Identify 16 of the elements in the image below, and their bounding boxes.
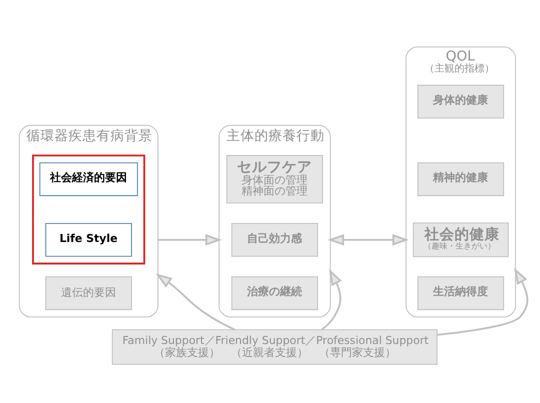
node-box: 精神的健康: [417, 162, 504, 196]
arrow: [436, 267, 528, 336]
cluster: [32, 154, 146, 264]
node-box: 自己効力感: [231, 222, 318, 256]
node-box: 治療の継続: [231, 276, 318, 310]
node-box: セルフケア 身体面の管理 精神面の管理: [226, 154, 324, 203]
arrow: [321, 268, 342, 330]
arrow: [328, 234, 409, 246]
node-box: 生活納得度: [417, 276, 504, 310]
arrow: [158, 234, 222, 246]
node-box: 身体的健康: [417, 84, 504, 118]
node-box: 社会経済的要因: [39, 162, 138, 196]
node-box: 社会的健康 （趣味・生きがい）: [412, 222, 509, 257]
node-box: 遺伝的要因: [45, 276, 132, 310]
node-box: Life Style: [45, 222, 132, 256]
node-box: Family Support／Friendly Support／Professional Support （家族支援） （近親者支援） （専門家支援）: [112, 328, 438, 364]
